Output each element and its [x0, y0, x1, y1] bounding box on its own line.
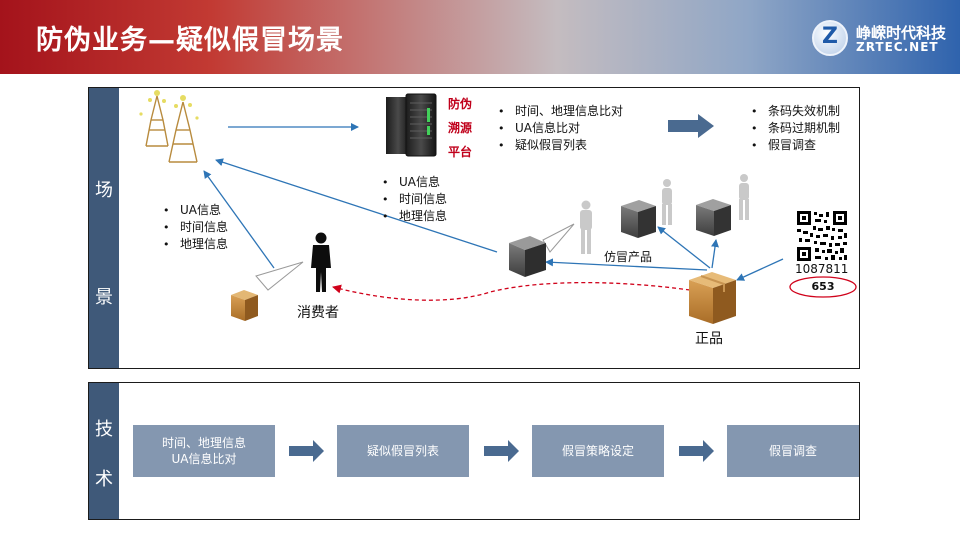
- logo-company-domain: ZRTEC.NET: [856, 40, 939, 54]
- counterfeit-box-icon-3: [696, 199, 731, 236]
- tech-step-3-label: 假冒策略设定: [561, 444, 634, 458]
- tech-step-2: 疑似假冒列表: [337, 425, 469, 477]
- tech-side-char-2: 术: [95, 469, 113, 490]
- arrow-consumer-to-tower: [203, 170, 275, 269]
- platform-label-line-3: 平台: [448, 145, 473, 159]
- tech-side-char-1: 技: [95, 419, 113, 440]
- person-silhouette-icon-3: [739, 174, 749, 220]
- platform-feature-list: 时间、地理信息比对 UA信息比对 疑似假冒列表: [498, 103, 623, 154]
- company-logo-icon: Z: [812, 20, 848, 56]
- person-silhouette-icon: [580, 200, 592, 254]
- genuine-product-label: 正品: [695, 331, 723, 347]
- list-item: UA信息比对: [498, 120, 623, 137]
- person-silhouette-icon-2: [662, 179, 672, 225]
- consumer-silhouette-icon: [311, 232, 331, 292]
- barcode-number: 1087811: [795, 262, 849, 276]
- scene-side-label: 场 景: [89, 88, 119, 368]
- block-arrow-to-results: [668, 114, 714, 138]
- tech-step-1-line-2: UA信息比对: [171, 452, 237, 466]
- tech-flow-arrow-3: [679, 440, 714, 462]
- genuine-product-box-icon: [689, 272, 736, 324]
- arrow-genuine-to-fake-3: [711, 239, 719, 269]
- scene-side-char-1: 场: [95, 180, 113, 201]
- consumer-info-list: UA信息 时间信息 地理信息: [163, 202, 228, 253]
- barcode-verify-code: 653: [811, 280, 835, 293]
- platform-label-line-2: 溯源: [448, 121, 473, 135]
- list-item: 地理信息: [382, 208, 447, 225]
- list-item: 地理信息: [163, 236, 228, 253]
- dashed-arrow-genuine-to-consumer: [332, 281, 691, 301]
- tech-step-1: 时间、地理信息 UA信息比对: [133, 425, 275, 477]
- tech-step-1-line-1: 时间、地理信息: [161, 436, 246, 450]
- list-item: 时间、地理信息比对: [498, 103, 623, 120]
- list-item: UA信息: [382, 174, 447, 191]
- paper-plane-icon: [255, 261, 304, 291]
- platform-label-line-1: 防伪: [448, 97, 473, 111]
- header-banner: 防伪业务—疑似假冒场景 Z 峥嵘时代科技 ZRTEC.NET: [0, 0, 960, 74]
- tech-step-4-label: 假冒调查: [768, 444, 817, 458]
- counterfeit-product-label: 仿冒产品: [604, 250, 653, 264]
- list-item: 假冒调查: [751, 137, 840, 154]
- tech-step-4: 假冒调查: [727, 425, 859, 477]
- tech-step-3: 假冒策略设定: [532, 425, 664, 477]
- tech-flow-arrow-2: [484, 440, 519, 462]
- list-item: 疑似假冒列表: [498, 137, 623, 154]
- arrow-qrcode-to-genuine: [736, 258, 784, 281]
- eiffel-tower-icon: [139, 90, 199, 163]
- result-mechanism-list: 条码失效机制 条码过期机制 假冒调查: [751, 103, 840, 154]
- arrow-genuine-to-fake-2: [657, 226, 711, 269]
- scene-side-char-2: 景: [95, 287, 113, 308]
- list-item: 条码失效机制: [751, 103, 840, 120]
- arrow-fake-to-tower: [215, 158, 498, 253]
- counterfeit-box-icon-2: [621, 200, 656, 238]
- qr-code-icon: [796, 210, 848, 262]
- tech-side-label: 技 术: [89, 383, 119, 519]
- arrow-genuine-to-fake: [545, 258, 708, 271]
- list-item: 时间信息: [382, 191, 447, 208]
- page-title: 防伪业务—疑似假冒场景: [36, 25, 344, 56]
- list-item: UA信息: [163, 202, 228, 219]
- server-icon: [386, 93, 437, 157]
- paper-plane-icon-2: [542, 223, 575, 253]
- logo-mark: Z: [822, 24, 838, 49]
- list-item: 时间信息: [163, 219, 228, 236]
- logo-company-name: 峥嵘时代科技: [856, 24, 947, 42]
- tech-step-2-label: 疑似假冒列表: [366, 444, 439, 458]
- product-box-icon: [231, 290, 258, 321]
- tech-flow-arrow-1: [289, 440, 324, 462]
- highlight-ellipse: [789, 276, 857, 298]
- counterfeit-info-list: UA信息 时间信息 地理信息: [382, 174, 447, 225]
- counterfeit-box-icon: [509, 236, 546, 277]
- list-item: 条码过期机制: [751, 120, 840, 137]
- consumer-label: 消费者: [297, 305, 339, 321]
